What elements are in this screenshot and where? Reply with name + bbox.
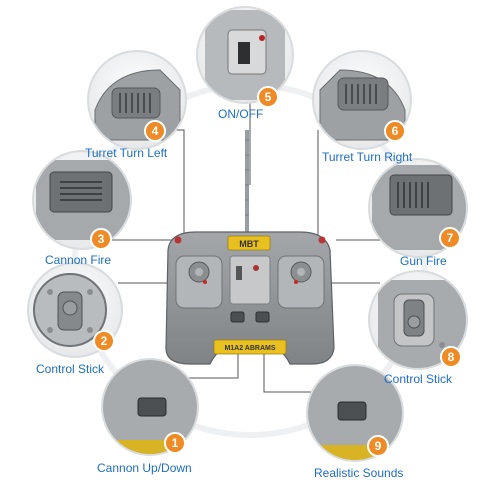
caption-control-stick-left: Control Stick <box>36 362 105 376</box>
badge-5: 5 <box>257 86 279 108</box>
remote-bottom-label: M1A2 ABRAMS <box>224 345 275 352</box>
caption-realistic-sounds: Realistic Sounds <box>314 466 404 480</box>
svg-text:3: 3 <box>98 232 105 246</box>
svg-text:5: 5 <box>265 90 272 104</box>
caption-turret-turn-left: Turret Turn Left <box>85 146 168 160</box>
caption-cannon-up-down: Cannon Up/Down <box>97 461 192 475</box>
svg-text:1: 1 <box>172 436 179 450</box>
svg-text:8: 8 <box>448 350 455 364</box>
svg-text:6: 6 <box>392 124 399 138</box>
left-led <box>203 280 207 284</box>
remote-bottom-plate <box>213 339 287 355</box>
antenna <box>245 130 249 238</box>
remote-top-label: MBT <box>239 239 259 249</box>
power-switch-icon <box>238 42 250 64</box>
caption-control-stick-right: Control Stick <box>384 372 453 386</box>
badge-3: 3 <box>90 228 112 250</box>
callout-cannon-fire <box>32 150 132 250</box>
caption-turret-turn-right: Turret Turn Right <box>322 150 413 164</box>
callout-turret-left <box>87 50 187 150</box>
power-led <box>253 265 259 271</box>
callout-control-stick-right <box>368 270 468 370</box>
antenna-ridges <box>245 139 249 216</box>
svg-text:2: 2 <box>101 334 108 348</box>
badge-1: 1 <box>164 432 186 454</box>
remote-top-plate <box>227 235 271 251</box>
joystick-icon <box>378 280 466 368</box>
svg-text:9: 9 <box>375 439 382 453</box>
caption-on-off: ON/OFF <box>218 107 264 121</box>
shoulder-button-icon <box>319 69 406 141</box>
caption-gun-fire: Gun Fire <box>400 254 447 268</box>
power-switch <box>236 266 242 280</box>
rocker-switch-icon <box>36 160 130 240</box>
badge-2: 2 <box>93 330 115 352</box>
badge-4: 4 <box>144 120 166 142</box>
rocker-switch-icon <box>372 165 466 250</box>
sounds-button <box>255 311 270 323</box>
cannon-up-down-button <box>230 311 245 323</box>
remote-control: MBT M1A2 ABRAMS <box>165 231 335 365</box>
badge-9: 9 <box>367 435 389 457</box>
callout-on-off <box>196 6 294 104</box>
svg-text:4: 4 <box>152 124 159 138</box>
left-shoulder-button <box>174 236 182 244</box>
badge-6: 6 <box>384 120 406 142</box>
right-led <box>294 280 298 284</box>
badge-7: 7 <box>439 227 461 249</box>
badge-8: 8 <box>440 346 462 368</box>
svg-text:7: 7 <box>447 231 454 245</box>
caption-cannon-fire: Cannon Fire <box>45 253 112 267</box>
joystick-icon <box>33 273 107 347</box>
right-shoulder-button <box>318 236 326 244</box>
